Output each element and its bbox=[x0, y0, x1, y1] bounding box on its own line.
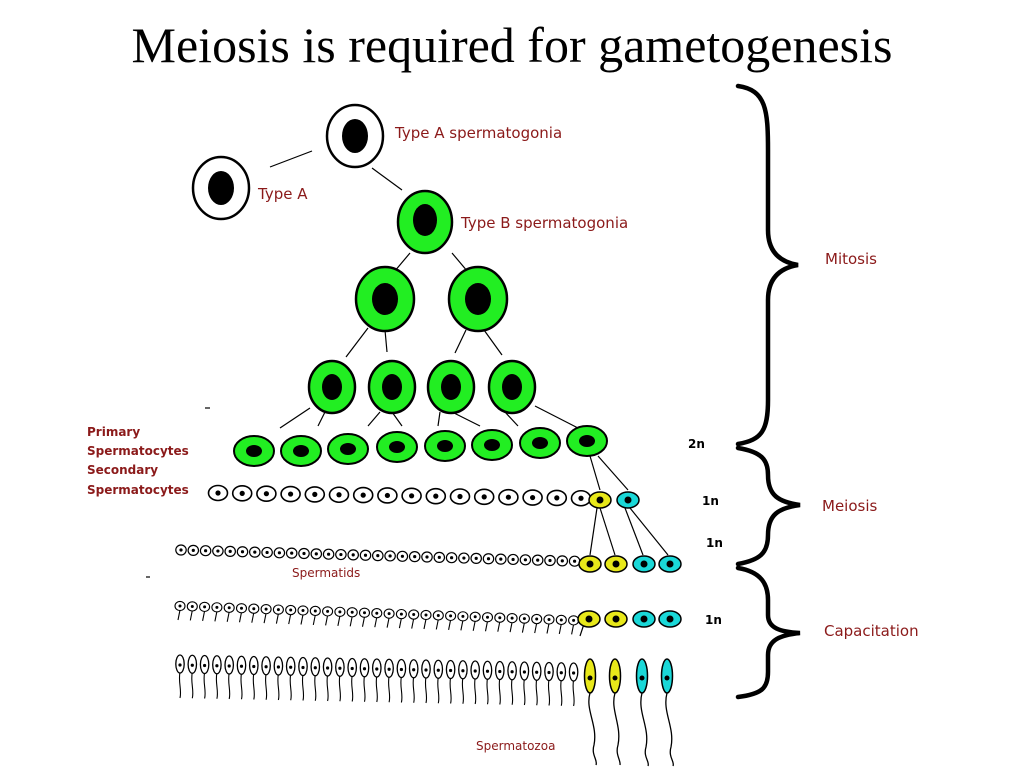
label-spermatids: Spermatids bbox=[292, 566, 360, 580]
label-primary: Primary bbox=[87, 425, 140, 439]
label-type-b-spermatogonia: Type B spermatogonia bbox=[460, 214, 628, 232]
phase-meiosis: Meiosis bbox=[822, 497, 877, 515]
mitosis-generation-2 bbox=[354, 265, 509, 333]
primary-spermatocyte-row bbox=[233, 425, 608, 467]
label-secondary: Secondary bbox=[87, 463, 158, 477]
ploidy-1n-spermatids: 1n bbox=[706, 536, 723, 550]
label-spermatocytes-secondary: Spermatocytes bbox=[87, 483, 189, 497]
ploidy-2n: 2n bbox=[688, 437, 705, 451]
spermatid-row bbox=[175, 544, 581, 567]
secondary-spermatocyte-row bbox=[207, 484, 592, 507]
late-spermatid-row bbox=[174, 600, 580, 635]
type-b-spermatogonia-cell bbox=[396, 189, 454, 255]
label-spermatozoa: Spermatozoa bbox=[476, 739, 555, 753]
page-title: Meiosis is required for gametogenesis bbox=[132, 17, 893, 73]
label-type-a: Type A bbox=[257, 185, 308, 203]
spermatozoa-highlighted bbox=[583, 658, 675, 767]
label-spermatocytes-primary: Spermatocytes bbox=[87, 444, 189, 458]
phase-braces bbox=[735, 83, 801, 700]
ploidy-1n-secondary: 1n bbox=[702, 494, 719, 508]
late-spermatid-highlighted bbox=[577, 610, 682, 637]
ploidy-1n-late-spermatids: 1n bbox=[705, 613, 722, 627]
spermatid-highlighted bbox=[578, 555, 682, 573]
label-type-a-spermatogonia: Type A spermatogonia bbox=[394, 124, 562, 142]
phase-capacitation: Capacitation bbox=[824, 622, 919, 640]
lineage-connectors bbox=[146, 150, 669, 578]
phase-mitosis: Mitosis bbox=[825, 250, 877, 268]
spermatozoa-row bbox=[175, 654, 579, 707]
type-a-spermatogonia-cell bbox=[325, 103, 385, 169]
secondary-spermatocyte-highlighted bbox=[588, 491, 640, 509]
type-a-cell bbox=[191, 155, 251, 221]
mitosis-generation-3 bbox=[307, 359, 537, 415]
